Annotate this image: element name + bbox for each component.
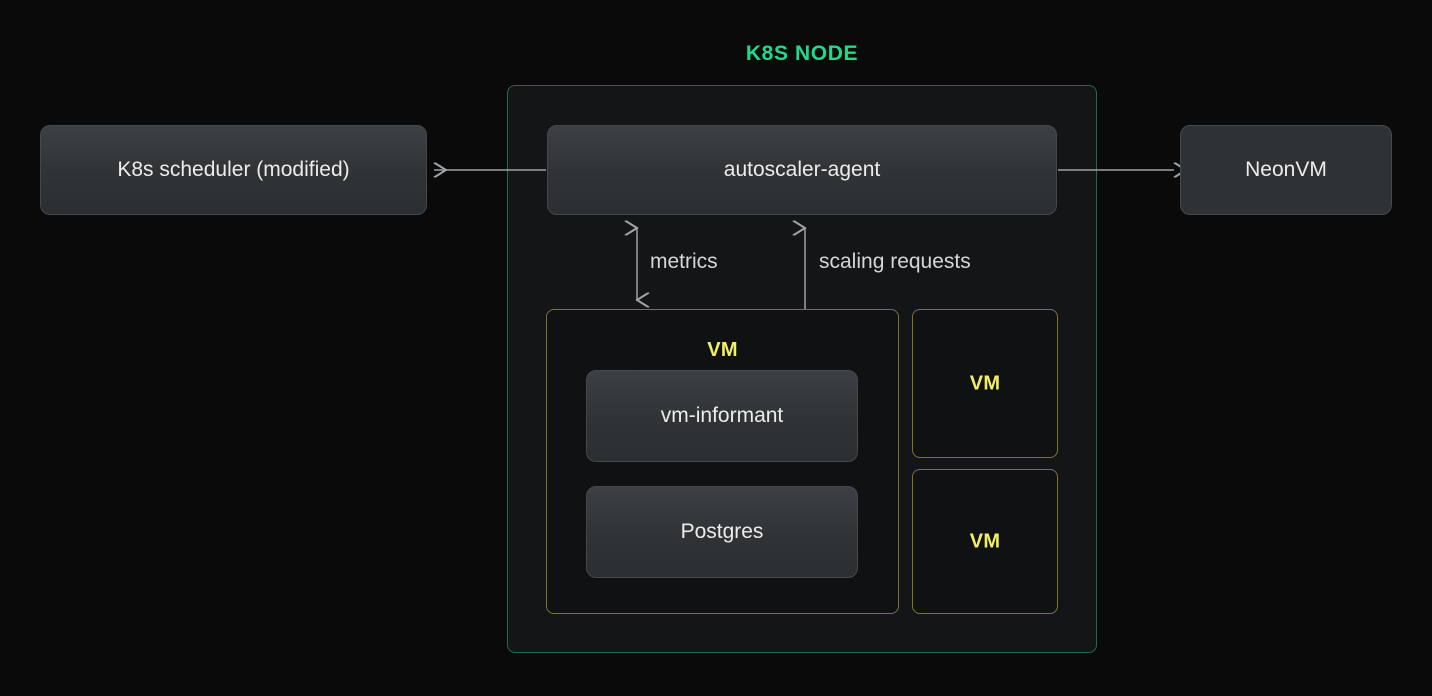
node-k8s-scheduler[interactable]: K8s scheduler (modified) [40, 125, 427, 215]
edge-label-scaling-requests: scaling requests [819, 250, 971, 273]
node-neonvm[interactable]: NeonVM [1180, 125, 1392, 215]
vm-box-secondary[interactable]: VM [912, 309, 1058, 458]
node-autoscaler-agent[interactable]: autoscaler-agent [547, 125, 1057, 215]
node-postgres[interactable]: Postgres [586, 486, 858, 578]
vm-box-tertiary[interactable]: VM [912, 469, 1058, 614]
page-title: K8S NODE [745, 42, 859, 65]
vm-label-tertiary: VM [969, 530, 1001, 552]
edge-label-metrics: metrics [650, 250, 718, 273]
vm-label-secondary: VM [969, 372, 1001, 394]
node-vm-informant[interactable]: vm-informant [586, 370, 858, 462]
vm-label-primary: VM [707, 339, 738, 361]
